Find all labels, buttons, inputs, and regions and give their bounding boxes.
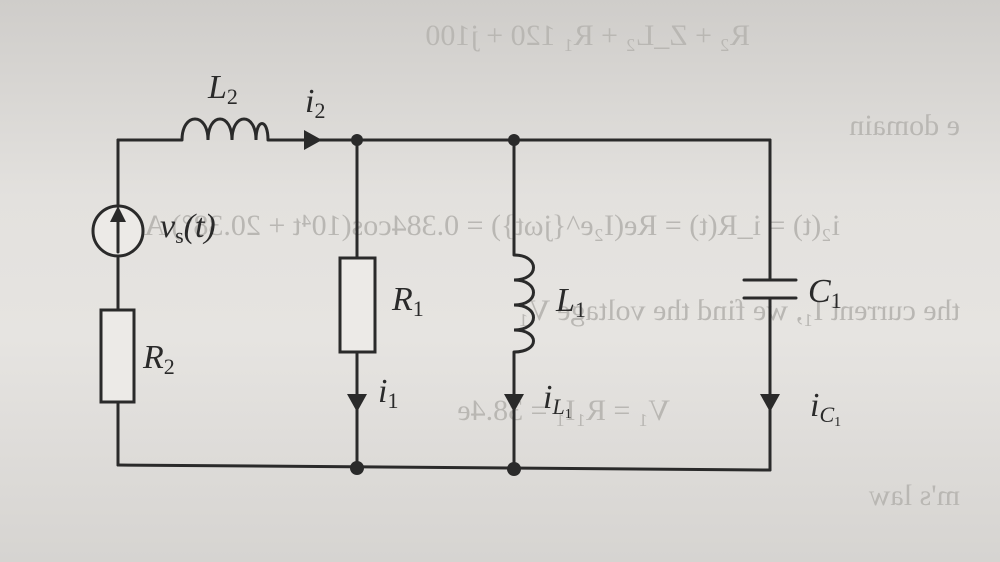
current-arrow-i1-icon: [347, 394, 367, 412]
label-i2: i2: [305, 83, 325, 123]
junction-node-top-1: [351, 134, 363, 146]
junction-node-top-2: [508, 134, 520, 146]
resistor-r2: [99, 308, 136, 404]
bg-line-4: the current I₁, we find the voltage V₁: [518, 294, 960, 327]
label-ic1: iC1: [810, 387, 841, 430]
junction-node-bottom-2: [507, 462, 521, 476]
inductor-l1: [513, 253, 535, 354]
current-arrow-i2-icon: [304, 130, 322, 150]
bg-line-1: R₂ + Z_L₂ + R₁ 120 + j100: [425, 19, 750, 52]
label-vs: vs(t): [160, 208, 216, 248]
label-l1: L1: [555, 282, 586, 322]
bg-line-3: i₂(t) = i_R(t) = Re(I₂e^{jωt}) = 0.384co…: [144, 209, 840, 242]
current-arrow-il1-icon: [504, 394, 524, 412]
label-c1: C1: [808, 273, 842, 313]
bg-line-6: m's law: [868, 479, 960, 512]
junction-node-bottom-1: [350, 461, 364, 475]
current-source-arrow-icon: [110, 206, 126, 222]
resistor-r1: [338, 256, 377, 354]
label-r1: R1: [391, 281, 424, 321]
label-r2: R2: [142, 339, 175, 379]
label-il1: iL1: [543, 379, 572, 422]
current-source-vs: [91, 204, 145, 258]
label-i1: i1: [378, 373, 398, 413]
background-text: R₂ + Z_L₂ + R₁ 120 + j100 e domain i₂(t)…: [144, 19, 960, 512]
current-arrow-ic1-icon: [760, 394, 780, 412]
bg-line-5: V₁ = R₁I₁ = 38.4e: [457, 394, 670, 427]
inductor-l2: [180, 117, 270, 141]
label-l2: L2: [207, 69, 238, 109]
bg-line-2: e domain: [849, 109, 960, 142]
capacitor-c1: [742, 278, 798, 300]
wire-bottom: [116, 463, 772, 472]
